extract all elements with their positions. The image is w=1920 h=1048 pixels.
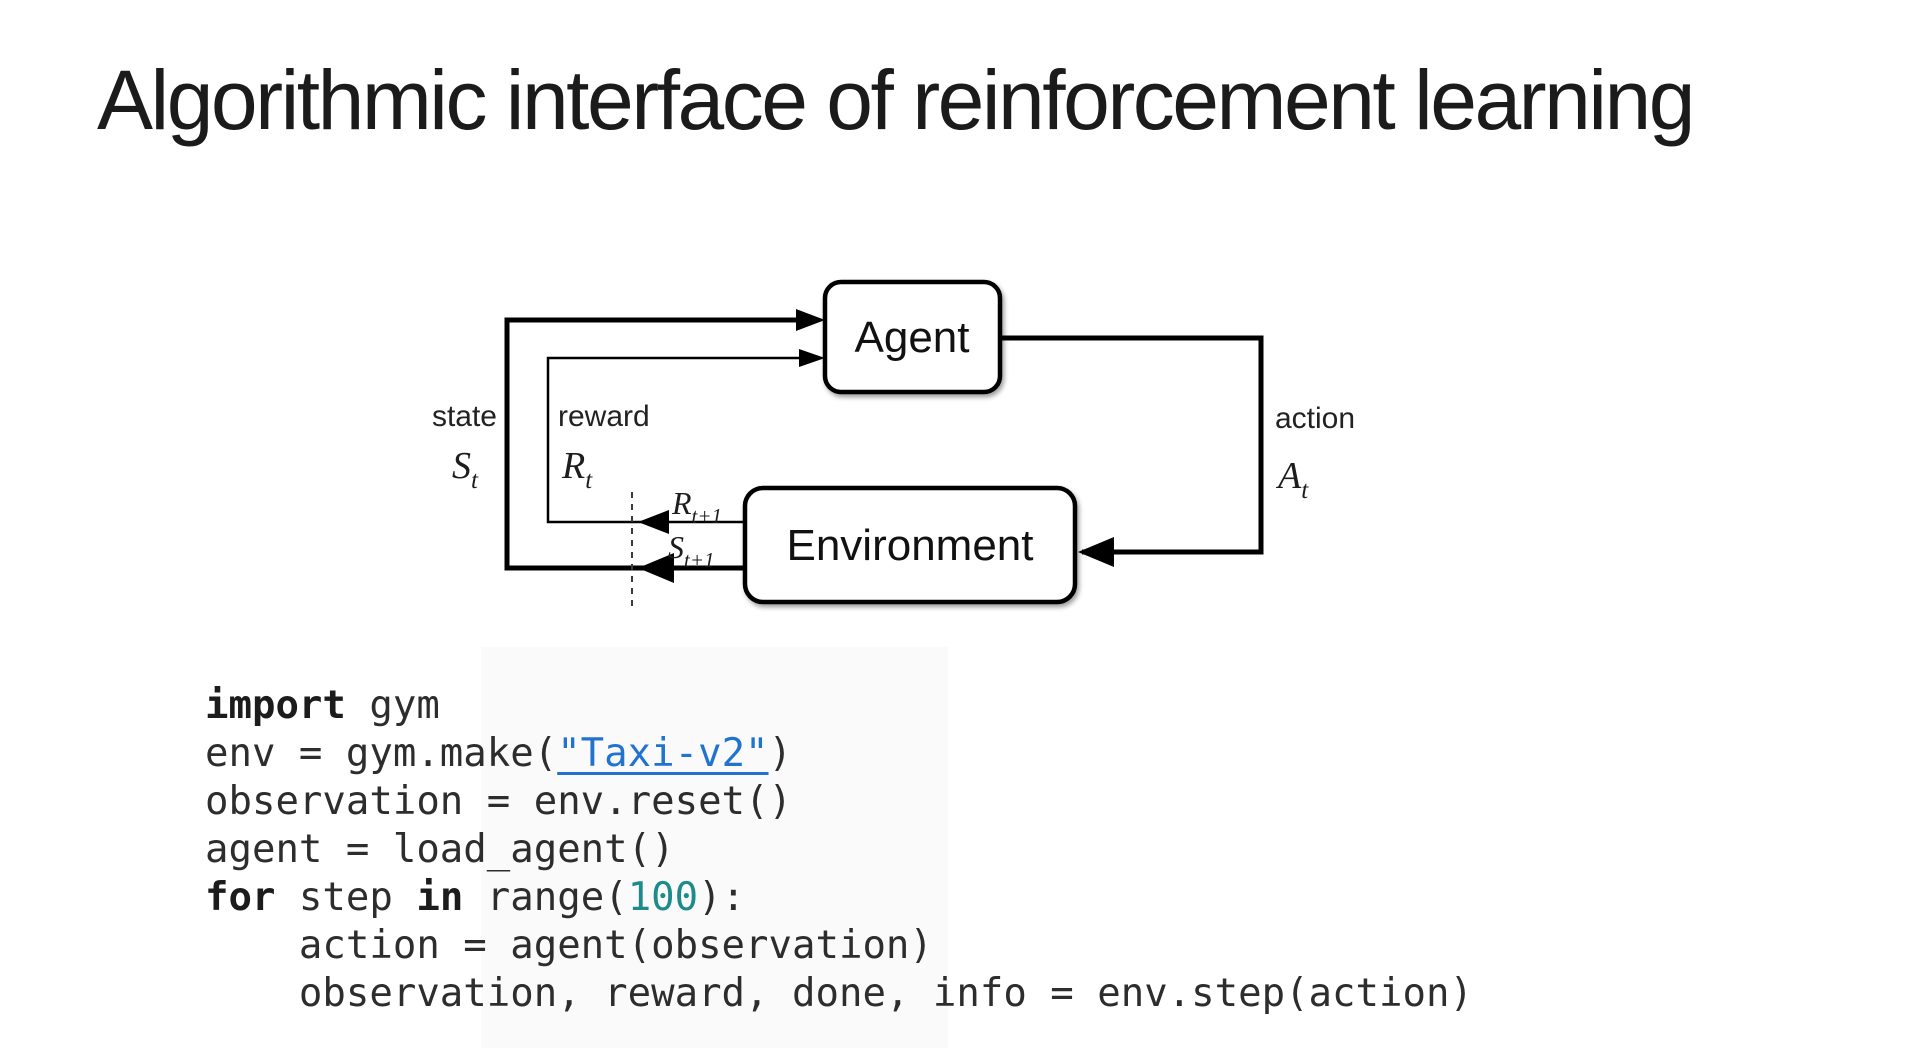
code-line-7: observation, reward, done, info = env.st… xyxy=(205,970,1473,1018)
environment-box xyxy=(742,485,1078,605)
code-line-5: for step in range(100): xyxy=(205,874,1473,922)
state-loop-wire xyxy=(504,317,818,571)
slide-title: Algorithmic interface of reinforcement l… xyxy=(97,53,1695,147)
action-wire xyxy=(1000,335,1264,555)
code-line-3: observation = env.reset() xyxy=(205,778,1473,826)
code-token: 100 xyxy=(627,875,699,920)
code-token: range( xyxy=(463,875,628,920)
code-token: env = gym.make( xyxy=(205,731,558,776)
rl-loop-diagram: Agent Environment state St reward Rt Rt+… xyxy=(400,230,1400,630)
code-token: gym xyxy=(345,683,440,728)
next-state-symbol: St+1 xyxy=(668,529,715,572)
code-token: agent = load_agent() xyxy=(205,827,675,872)
code-token: observation = env.reset() xyxy=(205,779,792,824)
code-token: in xyxy=(416,875,464,920)
code-token: ): xyxy=(698,875,746,920)
code-token: import xyxy=(205,683,346,728)
reward-arrowhead-into-agent xyxy=(799,349,825,367)
next-reward-arrowhead xyxy=(638,510,669,534)
code-token: ) xyxy=(768,731,793,776)
action-label: action xyxy=(1275,402,1355,435)
code-token: step xyxy=(275,875,417,920)
state-label: state xyxy=(432,400,497,433)
code-line-4: agent = load_agent() xyxy=(205,826,1473,874)
environment-label: Environment xyxy=(786,521,1033,570)
state-arrowhead-into-agent xyxy=(796,309,825,331)
code-line-6: action = agent(observation) xyxy=(205,922,1473,970)
action-arrowhead-into-environment xyxy=(1078,537,1114,567)
code-token: observation, reward, done, info = env.st… xyxy=(205,971,1473,1016)
taxi-v2-link[interactable]: "Taxi-v2" xyxy=(557,731,769,776)
next-state-arrowhead xyxy=(638,553,674,583)
agent-box xyxy=(822,279,1003,395)
code-line-1: import gym xyxy=(205,682,1473,730)
code-background-band xyxy=(481,647,948,1048)
code-token: action = agent(observation) xyxy=(205,923,933,968)
reward-symbol: Rt xyxy=(561,445,593,494)
agent-label: Agent xyxy=(855,313,970,362)
next-reward-symbol: Rt+1 xyxy=(671,485,722,528)
code-line-2: env = gym.make("Taxi-v2") xyxy=(205,730,1473,778)
state-symbol: St xyxy=(452,445,479,494)
action-symbol: At xyxy=(1275,455,1309,504)
code-token: for xyxy=(205,875,276,920)
rl-loop-svg: Agent Environment state St reward Rt Rt+… xyxy=(432,279,1355,612)
reward-label: reward xyxy=(558,400,650,433)
